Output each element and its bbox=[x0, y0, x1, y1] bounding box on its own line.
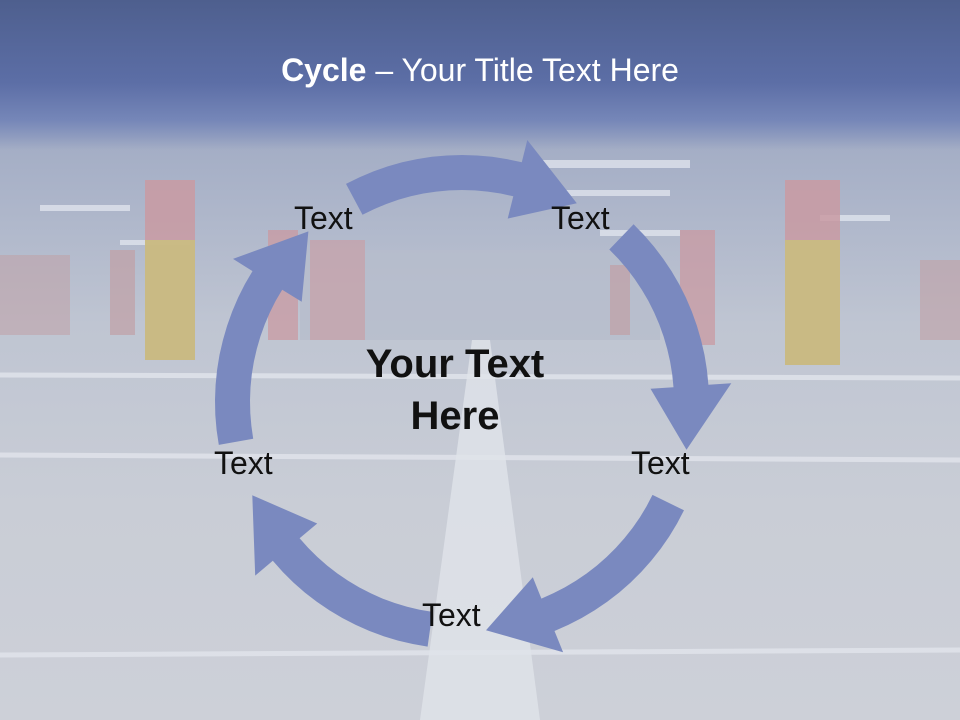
center-text: Your Text Here bbox=[365, 342, 545, 438]
cycle-arrow-5 bbox=[215, 231, 309, 445]
cycle-arrow-3 bbox=[486, 494, 684, 653]
title-rest: – Your Title Text Here bbox=[366, 52, 679, 88]
cycle-arrow-2 bbox=[609, 224, 732, 450]
cycle-arrow-4 bbox=[252, 495, 433, 647]
cycle-label-5: Text bbox=[214, 445, 273, 481]
cycle-label-1: Text bbox=[294, 200, 353, 236]
cycle-arrow-1 bbox=[346, 140, 577, 219]
title-band bbox=[0, 0, 960, 150]
cycle-label-3: Text bbox=[631, 445, 690, 481]
cycle-label-4: Text bbox=[422, 597, 481, 633]
cycle-label-2: Text bbox=[551, 200, 610, 236]
slide-title: Cycle – Your Title Text Here bbox=[0, 52, 960, 89]
title-bold: Cycle bbox=[281, 52, 367, 88]
